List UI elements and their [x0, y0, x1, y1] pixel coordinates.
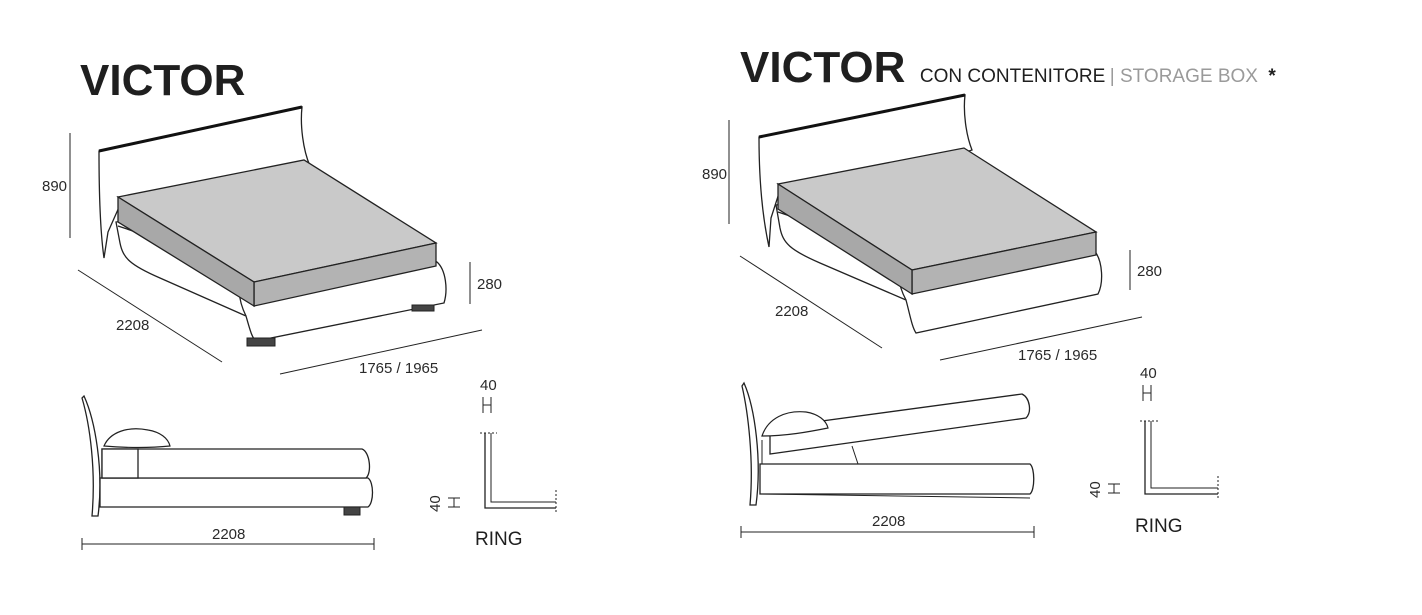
subtitle-main: CON CONTENITORE	[920, 66, 1105, 87]
subtitle-asterisk: *	[1268, 66, 1276, 87]
storage-bed-iso-drawing	[758, 93, 1103, 334]
panel-victor-storage: VICTOR CON CONTENITORE | STORAGE BOX * 8…	[702, 43, 1276, 538]
storage-ring-l-shape	[1144, 421, 1218, 495]
storage-dim-length: 2208	[775, 303, 808, 320]
panel-victor: VICTOR 890 2208 280 1765 /	[42, 56, 557, 550]
storage-dim-base-height: 280	[1137, 263, 1162, 280]
storage-side-headboard	[741, 381, 759, 506]
bed-iso-drawing	[98, 105, 447, 347]
storage-dim-line-width	[939, 316, 1143, 361]
headboard-top-edge	[98, 105, 303, 153]
side-mattress	[101, 448, 371, 479]
storage-dim-line-length	[739, 255, 883, 349]
side-pillow	[103, 428, 171, 449]
storage-ring-profile: 40 40 RING	[1087, 365, 1219, 537]
ring-l-inner	[490, 433, 556, 503]
side-mattress-end	[101, 448, 139, 479]
dim-length: 2208	[116, 317, 149, 334]
bed-foot-right	[411, 304, 435, 312]
dim-base-height: 280	[477, 276, 502, 293]
storage-side-base-bottom	[759, 493, 1031, 499]
storage-ring-label: RING	[1135, 516, 1183, 537]
storage-bed-side-view	[741, 381, 1035, 506]
storage-dim-width: 1765 / 1965	[1018, 347, 1097, 364]
side-headboard	[81, 394, 101, 517]
ring-l-shape	[484, 433, 556, 509]
storage-dimension-lines	[728, 120, 1143, 361]
dim-line-length	[77, 269, 223, 363]
storage-lift-arm	[851, 445, 859, 465]
storage-ring-side-dim: 40	[1087, 481, 1104, 498]
dim-width: 1765 / 1965	[359, 360, 438, 377]
mattress-side	[117, 195, 255, 308]
storage-lifted-mattress	[769, 393, 1031, 455]
storage-side-pillow	[761, 411, 829, 437]
ring-profile: 40 40 RING	[427, 377, 557, 550]
ring-top-dim: 40	[480, 377, 497, 394]
dim-side-length: 2208	[212, 526, 245, 543]
storage-headboard-top-edge	[758, 93, 966, 139]
title-victor: VICTOR	[80, 56, 245, 105]
subtitle-separator: |	[1110, 66, 1120, 87]
ring-label: RING	[475, 529, 523, 550]
dim-height: 890	[42, 178, 67, 195]
title-main: VICTOR	[740, 43, 905, 92]
dimension-lines	[69, 133, 483, 375]
storage-side-base	[759, 463, 1035, 495]
subtitle-alt: STORAGE BOX	[1120, 66, 1258, 87]
dim-line-width	[279, 329, 483, 375]
side-base	[99, 477, 374, 508]
storage-dim-side-length: 2208	[872, 513, 905, 530]
storage-ring-l-inner	[1150, 421, 1218, 489]
storage-ring-top-dim: 40	[1140, 365, 1157, 382]
bed-side-view	[81, 394, 374, 517]
bed-foot-front	[246, 337, 276, 347]
storage-dim-height: 890	[702, 166, 727, 183]
storage-mattress-side	[777, 182, 913, 296]
side-foot	[343, 506, 361, 516]
ring-side-dim: 40	[427, 495, 444, 512]
title-victor-storage: VICTOR CON CONTENITORE | STORAGE BOX *	[740, 43, 1276, 92]
